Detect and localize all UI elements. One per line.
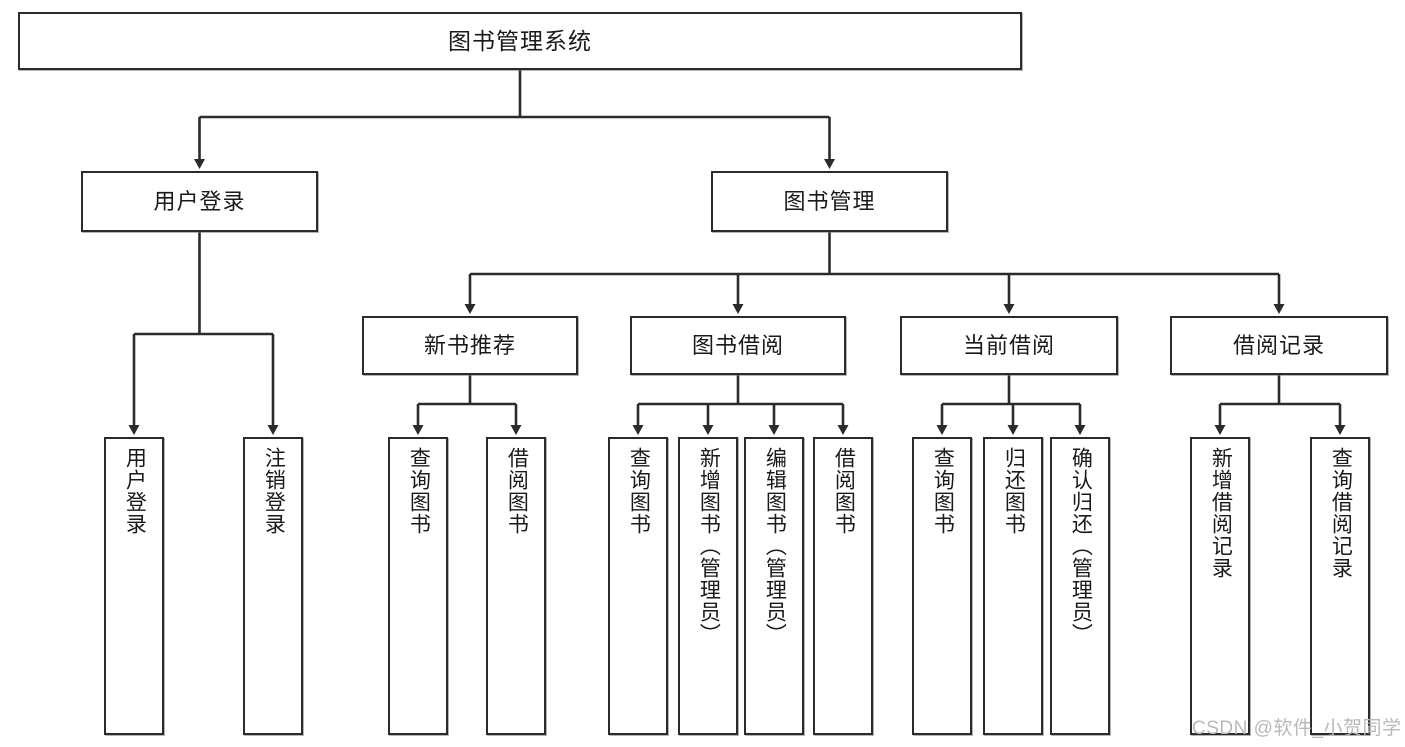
node-label: 新书推荐 bbox=[423, 332, 516, 358]
node-label: 编辑图书（管理员） bbox=[763, 447, 787, 645]
node-label: 注销登录 bbox=[262, 447, 286, 535]
node-label: 查询图书 bbox=[627, 447, 651, 535]
node-label: 新增图书（管理员） bbox=[697, 447, 721, 645]
node-leaf-edit-book[interactable]: 编辑图书（管理员） bbox=[744, 437, 804, 735]
node-leaf-query-book-3[interactable]: 查询图书 bbox=[912, 437, 972, 735]
node-leaf-borrow-book-2[interactable]: 借阅图书 bbox=[813, 437, 873, 735]
node-leaf-query-book-1[interactable]: 查询图书 bbox=[388, 437, 448, 735]
node-current-borrow[interactable]: 当前借阅 bbox=[900, 316, 1118, 375]
node-label: 图书借阅 bbox=[691, 332, 784, 358]
node-root[interactable]: 图书管理系统 bbox=[18, 12, 1022, 70]
node-label: 借阅记录 bbox=[1232, 332, 1325, 358]
node-leaf-return-book[interactable]: 归还图书 bbox=[983, 437, 1043, 735]
node-new-book-rec[interactable]: 新书推荐 bbox=[362, 316, 578, 375]
node-user-login[interactable]: 用户登录 bbox=[81, 171, 318, 232]
node-label: 归还图书 bbox=[1002, 447, 1026, 535]
node-label: 用户登录 bbox=[153, 188, 246, 214]
node-label: 图书管理 bbox=[783, 188, 876, 214]
node-label: 借阅图书 bbox=[505, 447, 529, 535]
node-label: 查询图书 bbox=[407, 447, 431, 535]
node-leaf-add-book[interactable]: 新增图书（管理员） bbox=[678, 437, 738, 735]
node-leaf-borrow-book-1[interactable]: 借阅图书 bbox=[486, 437, 546, 735]
node-leaf-confirm-return[interactable]: 确认归还（管理员） bbox=[1050, 437, 1110, 735]
node-label: 新增借阅记录 bbox=[1209, 447, 1233, 579]
node-book-borrow[interactable]: 图书借阅 bbox=[630, 316, 846, 375]
node-label: 用户登录 bbox=[123, 447, 147, 535]
node-label: 借阅图书 bbox=[832, 447, 856, 535]
node-borrow-record[interactable]: 借阅记录 bbox=[1170, 316, 1388, 375]
node-label: 确认归还（管理员） bbox=[1069, 447, 1093, 645]
node-label: 图书管理系统 bbox=[448, 27, 592, 54]
node-leaf-add-record[interactable]: 新增借阅记录 bbox=[1190, 437, 1250, 735]
node-book-manage[interactable]: 图书管理 bbox=[711, 171, 948, 232]
node-leaf-query-record[interactable]: 查询借阅记录 bbox=[1310, 437, 1370, 735]
node-label: 当前借阅 bbox=[962, 332, 1055, 358]
node-leaf-user-login[interactable]: 用户登录 bbox=[104, 437, 164, 735]
node-label: 查询借阅记录 bbox=[1329, 447, 1353, 579]
node-label: 查询图书 bbox=[931, 447, 955, 535]
node-leaf-query-book-2[interactable]: 查询图书 bbox=[608, 437, 668, 735]
node-leaf-logout[interactable]: 注销登录 bbox=[243, 437, 303, 735]
